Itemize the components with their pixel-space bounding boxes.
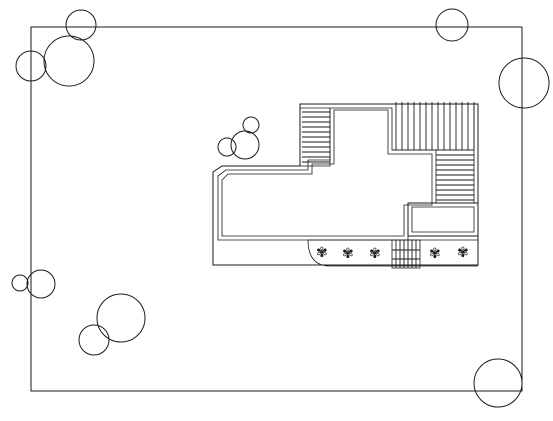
tree-circle [26, 269, 56, 299]
stair-bottom-entrance [391, 239, 421, 269]
room-box-inner [411, 206, 475, 233]
building-outer-wall [212, 103, 479, 266]
trees [11, 8, 550, 408]
tree-circle [473, 358, 523, 408]
shrub-icon: ✾ [429, 246, 441, 262]
shrub-icon: ✾ [457, 245, 469, 261]
stair-top-right [392, 102, 475, 151]
stair-frame [436, 149, 475, 204]
stair-top-left [300, 107, 331, 167]
boundary-line [30, 26, 523, 392]
tree-circle [11, 274, 29, 292]
tree-circle [78, 324, 110, 356]
property-boundary [30, 26, 523, 392]
tree-circle [242, 116, 260, 134]
room-box [407, 202, 479, 237]
tree-circle [498, 57, 550, 109]
shrubs: ✾ ✾ ✾ ✾ ✾ [316, 245, 469, 262]
tree-circle [230, 130, 260, 160]
shrub-icon: ✾ [369, 246, 381, 262]
terrace-edge [307, 239, 478, 267]
shrub-icon: ✾ [316, 245, 328, 261]
tree-circle [96, 293, 146, 343]
tree-circle [435, 8, 469, 42]
tree-circle [217, 137, 237, 157]
building-inner-wall-2 [221, 109, 433, 237]
tree-circle [65, 9, 97, 41]
shrub-icon: ✾ [342, 246, 354, 262]
tree-circle [43, 35, 95, 87]
stair-right-middle [436, 149, 475, 204]
tree-circle [15, 50, 47, 82]
